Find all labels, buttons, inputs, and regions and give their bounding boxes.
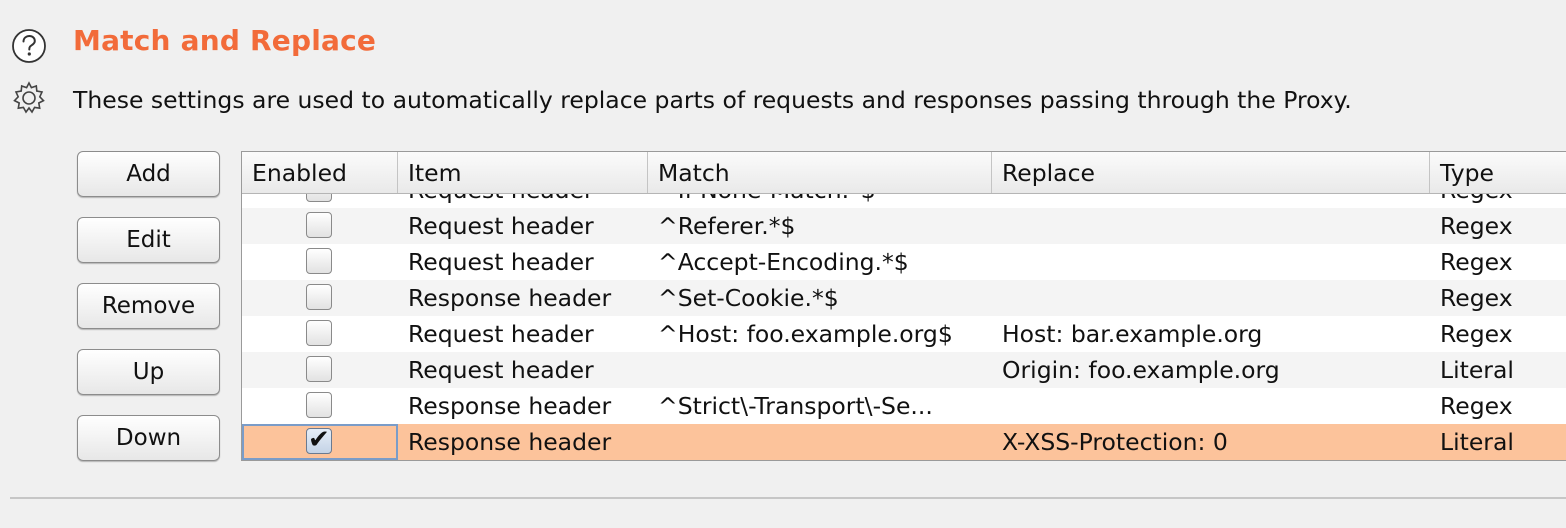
gear-icon[interactable] xyxy=(9,78,49,118)
help-circle-icon[interactable] xyxy=(11,28,47,64)
down-button[interactable]: Down xyxy=(77,415,220,461)
match-cell: ^Referer.*$ xyxy=(658,212,796,240)
table-row[interactable]: Request header ^Accept-Encoding.*$ Regex xyxy=(242,244,1566,280)
enabled-checkbox[interactable] xyxy=(306,194,332,202)
table-row[interactable]: ✔ Response header X-XSS-Protection: 0 Liter… xyxy=(242,424,1566,460)
item-cell: Request header xyxy=(408,356,594,384)
item-cell: Request header xyxy=(398,194,648,208)
column-header-item[interactable]: Item xyxy=(398,152,648,193)
item-cell: Response header xyxy=(408,428,612,456)
section-description: These settings are used to automatically… xyxy=(73,86,1352,114)
column-header-type[interactable]: Type xyxy=(1440,159,1494,187)
selected-cell-focus xyxy=(242,424,398,460)
enabled-checkbox[interactable]: ✔ xyxy=(306,425,332,455)
enabled-checkbox[interactable] xyxy=(306,356,332,382)
enabled-checkbox[interactable] xyxy=(306,320,332,346)
type-cell: Regex xyxy=(1440,284,1513,312)
table-row[interactable]: Response header ^Set-Cookie.*$ Regex xyxy=(242,280,1566,316)
item-cell: Response header xyxy=(408,284,612,312)
type-cell: Regex xyxy=(1440,392,1513,420)
enabled-checkbox[interactable] xyxy=(306,212,332,238)
checkmark-icon: ✔ xyxy=(308,425,330,455)
item-cell: Request header xyxy=(408,320,594,348)
edit-button[interactable]: Edit xyxy=(77,217,220,263)
column-header-enabled[interactable]: Enabled xyxy=(242,152,398,193)
table-row[interactable]: Request header Origin: foo.example.org Lit… xyxy=(242,352,1566,388)
match-cell: ^Strict\-Transport\-Se... xyxy=(658,392,933,420)
replace-cell: Origin: foo.example.org xyxy=(1002,356,1280,384)
type-cell: Regex xyxy=(1440,320,1513,348)
match-replace-table[interactable]: Enabled Item Match Replace Type Request … xyxy=(241,151,1566,461)
replace-cell xyxy=(992,244,1430,280)
type-cell: Regex xyxy=(1440,248,1513,276)
add-button[interactable]: Add xyxy=(77,151,220,197)
match-cell xyxy=(648,352,992,388)
type-cell: Regex xyxy=(1430,194,1566,208)
replace-cell xyxy=(992,280,1430,316)
type-cell: Literal xyxy=(1440,356,1514,384)
enabled-checkbox[interactable] xyxy=(306,392,332,418)
item-cell: Request header xyxy=(408,212,594,240)
match-cell: ^Accept-Encoding.*$ xyxy=(658,248,909,276)
replace-cell: Host: bar.example.org xyxy=(1002,320,1263,348)
enabled-checkbox[interactable] xyxy=(306,248,332,274)
up-button[interactable]: Up xyxy=(77,349,220,395)
match-cell: ^If-None-Match.*$ xyxy=(648,194,992,208)
enabled-checkbox[interactable] xyxy=(306,284,332,310)
item-cell: Request header xyxy=(408,248,594,276)
table-header: Enabled Item Match Replace Type xyxy=(242,152,1566,194)
type-cell: Regex xyxy=(1440,212,1513,240)
match-cell xyxy=(648,424,992,460)
type-cell: Literal xyxy=(1440,428,1514,456)
match-cell: ^Set-Cookie.*$ xyxy=(658,284,839,312)
table-row[interactable]: Request header ^Host: foo.example.org$ Hos… xyxy=(242,316,1566,352)
column-header-replace[interactable]: Replace xyxy=(992,152,1430,193)
item-cell: Response header xyxy=(408,392,612,420)
replace-cell xyxy=(992,194,1430,208)
table-row[interactable]: Request header ^If-None-Match.*$ Regex xyxy=(242,194,1566,208)
table-row[interactable]: Response header ^Strict\-Transport\-Se...… xyxy=(242,388,1566,424)
column-header-match[interactable]: Match xyxy=(648,152,992,193)
replace-cell: X-XSS-Protection: 0 xyxy=(1002,428,1228,456)
table-body: Request header ^If-None-Match.*$ Regex R… xyxy=(242,194,1566,460)
section-title: Match and Replace xyxy=(73,24,377,57)
replace-cell xyxy=(992,388,1430,424)
match-cell: ^Host: foo.example.org$ xyxy=(658,320,953,348)
replace-cell xyxy=(992,208,1430,244)
remove-button[interactable]: Remove xyxy=(77,283,220,329)
divider xyxy=(10,497,1566,499)
table-row[interactable]: Request header ^Referer.*$ Regex xyxy=(242,208,1566,244)
